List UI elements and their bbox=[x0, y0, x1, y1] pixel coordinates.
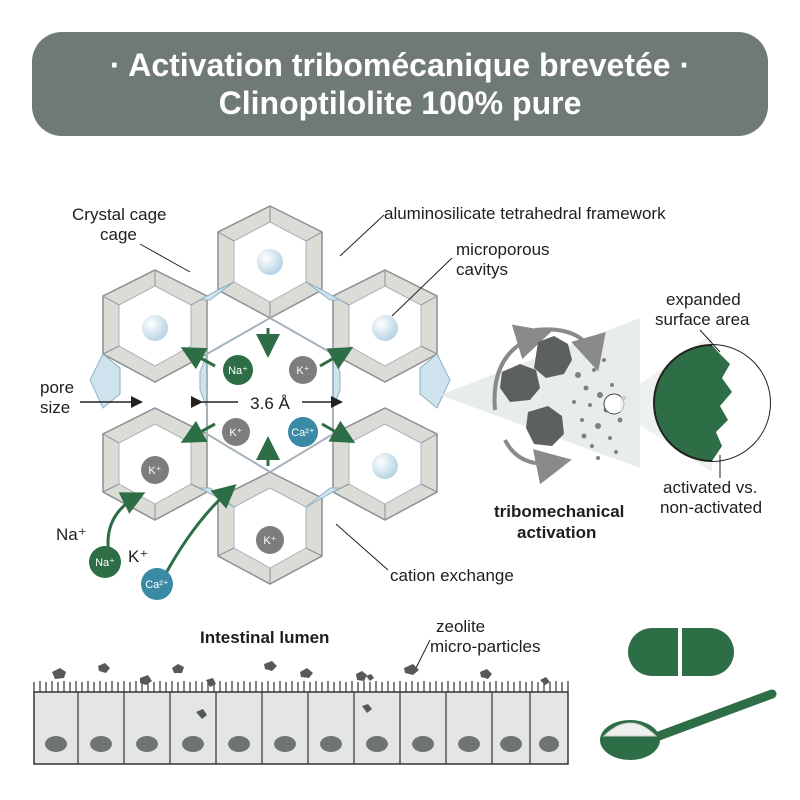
ion-k-left-cage: K⁺ bbox=[141, 456, 169, 484]
tribo-label-1: tribomechanical bbox=[494, 502, 624, 521]
cation-exchange-label: cation exchange bbox=[390, 566, 514, 585]
svg-text:K⁺: K⁺ bbox=[263, 535, 276, 547]
zeolite-particles bbox=[52, 661, 550, 719]
microporous-label-2: cavitys bbox=[456, 260, 508, 279]
rotation-arrow bbox=[492, 324, 552, 411]
ion-ca-outside: Ca²⁺ bbox=[141, 568, 173, 600]
spoon-icon bbox=[600, 689, 777, 760]
cavity-bubble bbox=[257, 249, 283, 275]
expanded-label-2: surface area bbox=[655, 310, 750, 329]
cell-nuclei bbox=[45, 736, 559, 752]
ion-na-outside: Na⁺ bbox=[89, 546, 121, 578]
ion-k-center-mid: K⁺ bbox=[222, 418, 250, 446]
svg-text:Na⁺: Na⁺ bbox=[228, 365, 248, 377]
activated-label-2: non-activated bbox=[660, 498, 762, 517]
intestinal-epithelium bbox=[33, 661, 569, 765]
svg-text:Ca²⁺: Ca²⁺ bbox=[145, 579, 169, 591]
cavity-bubble bbox=[372, 315, 398, 341]
ion-ca-center: Ca²⁺ bbox=[288, 417, 318, 447]
grinding-particle bbox=[534, 336, 572, 378]
outer-cage-top bbox=[217, 205, 323, 319]
crystal-cage-label-1: Crystal cage bbox=[72, 205, 166, 224]
rotation-arrow bbox=[534, 327, 606, 372]
pore-size-label-1: pore bbox=[40, 378, 74, 397]
svg-text:K⁺: K⁺ bbox=[148, 465, 161, 477]
ion-k-center-top: K⁺ bbox=[289, 356, 317, 384]
framework-label: aluminosilicate tetrahedral framework bbox=[384, 204, 666, 223]
svg-text:K⁺: K⁺ bbox=[296, 365, 309, 377]
exchange-arrows bbox=[180, 328, 356, 466]
cavity-bubble bbox=[372, 453, 398, 479]
intestinal-lumen-label: Intestinal lumen bbox=[200, 628, 329, 647]
tribo-label-2: activation bbox=[517, 523, 596, 542]
cavity-bubble bbox=[142, 315, 168, 341]
title-line-1: · Activation tribomécanique brevetée · bbox=[109, 47, 691, 83]
svg-text:Na⁺: Na⁺ bbox=[95, 557, 115, 569]
outer-cage-upper-right bbox=[332, 269, 438, 383]
cell-borders bbox=[77, 692, 531, 764]
powder bbox=[602, 722, 658, 737]
non-activated-half bbox=[712, 345, 770, 461]
microvilli bbox=[33, 681, 569, 692]
ion-k-bottom-cage: K⁺ bbox=[256, 526, 284, 554]
outer-cage-lower-right bbox=[332, 407, 438, 521]
pore-dimension: 3.6 Å bbox=[191, 394, 343, 413]
pore-size-label-2: size bbox=[40, 398, 70, 417]
title-line-2: Clinoptilolite 100% pure bbox=[218, 85, 582, 121]
zeolite-label-1: zeolite bbox=[436, 617, 485, 636]
na-outside-label: Na⁺ bbox=[56, 525, 87, 544]
grinding-particle bbox=[500, 364, 540, 402]
capsule-icon bbox=[628, 628, 734, 676]
activated-label-1: activated vs. bbox=[663, 478, 758, 497]
rotation-arrow bbox=[503, 439, 572, 485]
ca-entry-arrow bbox=[163, 484, 237, 576]
expanded-label-1: expanded bbox=[666, 290, 741, 309]
microporous-label-1: microporous bbox=[456, 240, 550, 259]
tribo-activation bbox=[440, 318, 771, 485]
svg-text:K⁺: K⁺ bbox=[229, 427, 242, 439]
activation-light-cone bbox=[440, 318, 640, 468]
svg-text:Ca²⁺: Ca²⁺ bbox=[291, 427, 315, 439]
title-banner: · Activation tribomécanique brevetée · C… bbox=[32, 32, 768, 136]
outer-cage-upper-left bbox=[102, 269, 208, 383]
grinding-particle bbox=[526, 406, 564, 446]
pore-dimension-label: 3.6 Å bbox=[250, 394, 290, 413]
crystal-cage-label-2: cage bbox=[100, 225, 137, 244]
zeolite-label-2: micro-particles bbox=[430, 637, 541, 656]
k-outside-label: K⁺ bbox=[128, 547, 148, 566]
ion-na-center: Na⁺ bbox=[223, 355, 253, 385]
